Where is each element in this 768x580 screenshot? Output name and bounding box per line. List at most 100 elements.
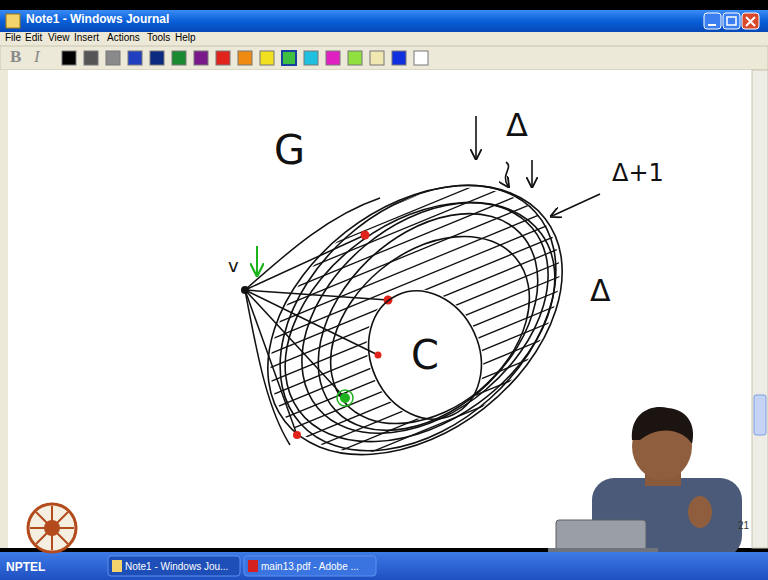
colour-swatch <box>348 51 362 65</box>
scroll-bar <box>752 70 768 548</box>
drawn-circle <box>337 390 353 406</box>
degree-plus-one: Δ+1 <box>612 160 664 186</box>
hatch-line <box>250 320 590 460</box>
vertex-dot <box>241 286 249 294</box>
drawn-circle <box>340 393 350 403</box>
scroll-thumb <box>754 395 766 435</box>
hatch-line <box>250 376 590 516</box>
hatch-line <box>250 292 590 432</box>
drawn-ellipse <box>294 198 566 461</box>
drawn-circle <box>293 431 301 439</box>
degree-symbol: Δ <box>506 108 528 143</box>
window-buttons <box>704 13 759 29</box>
drawn-path <box>632 407 693 444</box>
degree-symbol: Δ <box>590 274 611 307</box>
drawn-ellipse <box>216 130 614 510</box>
hatch-line <box>250 362 590 502</box>
note-canvas <box>8 70 752 548</box>
drawn-rect <box>742 13 759 29</box>
ellipse-outline-path <box>348 272 502 437</box>
italic-button: I <box>34 48 40 67</box>
colour-swatch <box>260 51 274 65</box>
drawn-circle <box>361 231 370 240</box>
bold-button: B <box>10 48 21 67</box>
drawn-line <box>708 24 716 26</box>
colour-swatch <box>370 51 384 65</box>
page-number: 21 <box>738 520 749 531</box>
watermark: NPTEL <box>6 561 45 574</box>
nptel-logo <box>28 504 76 552</box>
colour-swatch <box>414 51 428 65</box>
drawn-line <box>245 290 297 435</box>
menu-item: File <box>5 32 21 43</box>
drawn-line <box>552 194 600 216</box>
drawn-rect <box>704 13 721 29</box>
drawn-rect <box>727 17 736 25</box>
app-icon <box>6 14 20 28</box>
graph-name: G <box>274 128 305 172</box>
taskbar-button <box>244 556 376 576</box>
colour-swatch <box>172 51 186 65</box>
window-title: Note1 - Windows Journal <box>26 13 169 26</box>
drawn-line <box>245 290 388 300</box>
drawn-line <box>245 290 345 398</box>
drawn-path <box>245 198 380 290</box>
coloured-neighbours <box>293 231 393 440</box>
taskbar-icon <box>112 560 122 572</box>
hatch-line <box>250 390 590 530</box>
menu-item: Help <box>175 32 196 43</box>
drawn-ellipse <box>240 153 600 491</box>
hatching <box>250 110 590 544</box>
left-margin <box>0 70 8 548</box>
title-bar <box>0 10 768 32</box>
drawn-circle <box>375 352 382 359</box>
drawn-line <box>531 160 533 186</box>
pen-colour-swatches <box>62 51 428 65</box>
colour-swatch <box>150 51 164 65</box>
colour-swatch <box>238 51 252 65</box>
neighbour-edges <box>245 198 388 445</box>
drawn-path <box>505 162 508 186</box>
colour-swatch <box>62 51 76 65</box>
region-ellipse: C <box>369 287 481 423</box>
drawn-line <box>245 235 365 290</box>
colour-swatch <box>326 51 340 65</box>
hatch-line <box>250 334 590 474</box>
colour-swatch <box>392 51 406 65</box>
menu-item: View <box>48 32 70 43</box>
vertex-label: v <box>228 256 239 276</box>
green-arrow <box>256 246 258 274</box>
hatch-line <box>250 236 590 376</box>
drawn-rect <box>723 13 740 29</box>
drawn-ellipse <box>257 156 592 480</box>
pointer-arrows <box>476 116 600 216</box>
taskbar-item: main13.pdf - Adobe ... <box>261 561 359 572</box>
menu-item: Actions <box>107 32 140 43</box>
drawn-circle <box>28 504 76 552</box>
taskbar <box>0 552 768 580</box>
drawn-path <box>30 506 74 550</box>
drawn-ellipse <box>276 171 580 473</box>
taskbar-button <box>108 556 240 576</box>
colour-swatch <box>194 51 208 65</box>
colour-swatch <box>216 51 230 65</box>
drawn-ellipse <box>228 132 607 504</box>
region-name: C <box>411 333 439 377</box>
taskbar-icon <box>248 560 258 572</box>
taskbar-item: Note1 - Windows Jou... <box>125 561 228 572</box>
drawn-g <box>250 110 590 544</box>
menu-item: Insert <box>74 32 99 43</box>
nested-regions <box>216 130 614 510</box>
green-neighbour <box>337 390 353 406</box>
menu-item: Tools <box>147 32 170 43</box>
colour-swatch <box>304 51 318 65</box>
colour-swatch <box>106 51 120 65</box>
drawn-line <box>475 116 477 158</box>
drawn-path <box>746 17 755 26</box>
presenter <box>548 407 742 558</box>
drawn-ellipse <box>688 496 712 528</box>
colour-swatch <box>282 51 296 65</box>
colour-swatch <box>128 51 142 65</box>
